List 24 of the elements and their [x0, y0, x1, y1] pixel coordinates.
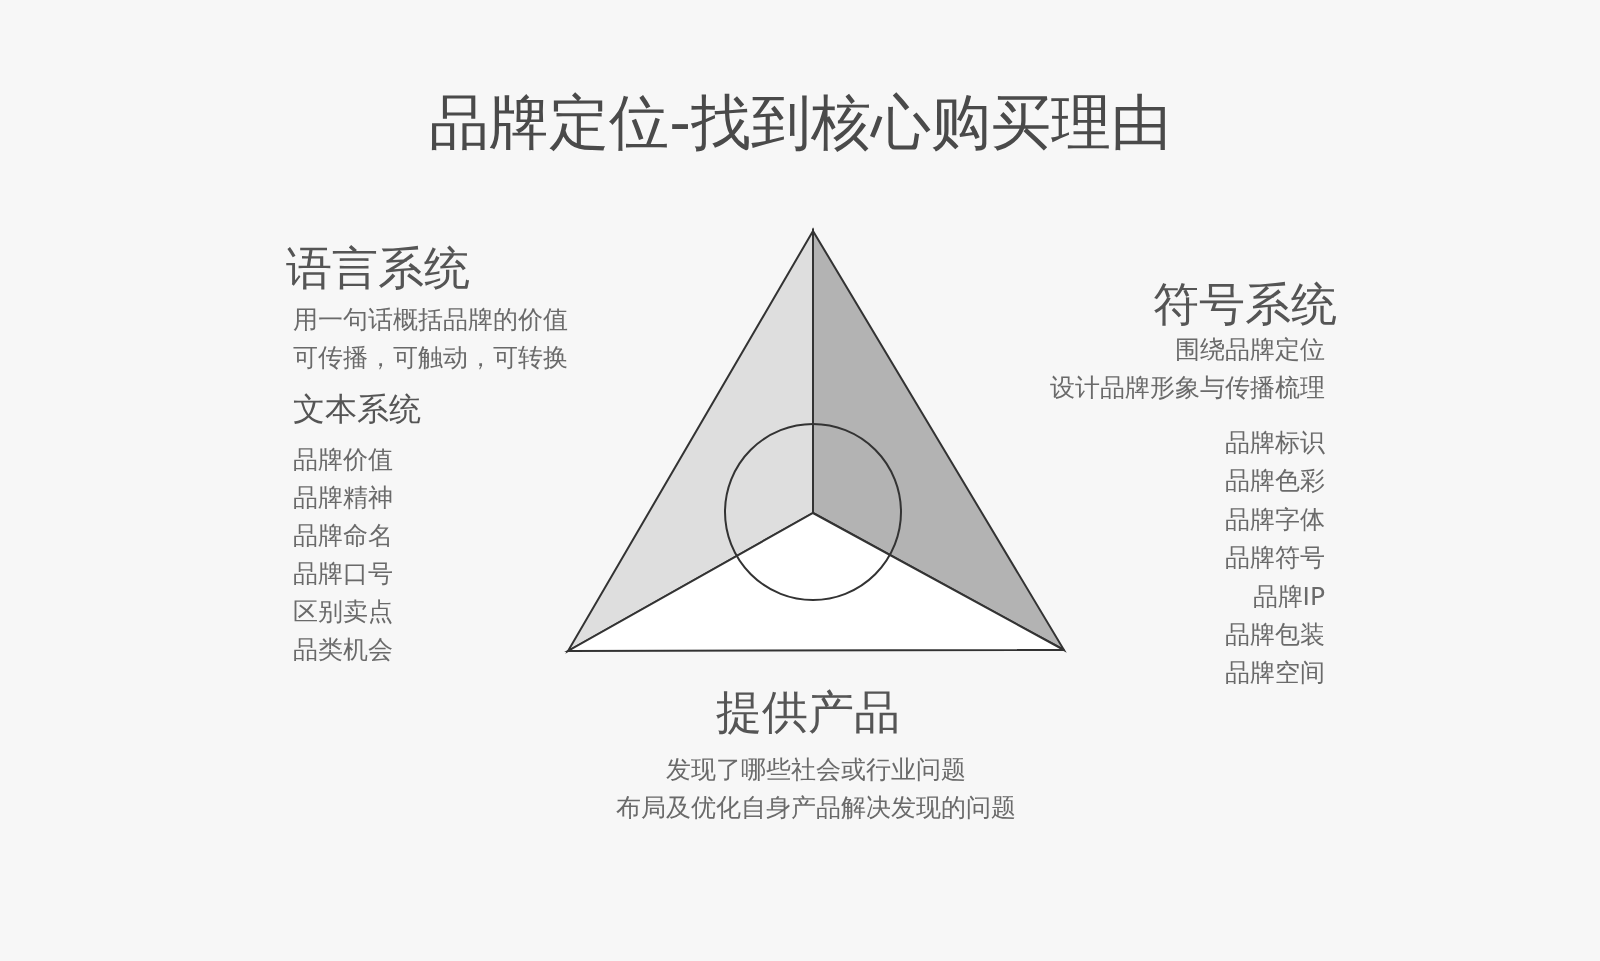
list-item: 品牌标识 [1225, 429, 1325, 458]
list-item: 区别卖点 [293, 598, 393, 627]
list-item: 品牌符号 [1225, 544, 1325, 573]
list-item: 品牌包装 [1225, 621, 1325, 650]
subheading: 文本系统 [293, 391, 421, 428]
title: 品牌定位-找到核心购买理由 [428, 88, 1172, 157]
description: 可传播，可触动，可转换 [293, 344, 568, 373]
description: 发现了哪些社会或行业问题 [665, 756, 967, 785]
description: 布局及优化自身产品解决发现的问题 [615, 794, 1017, 823]
list-item: 品牌命名 [293, 522, 393, 551]
list-item: 品牌精神 [293, 484, 393, 513]
description: 用一句话概括品牌的价值 [293, 306, 568, 335]
list-item: 品牌价值 [293, 446, 393, 475]
description: 围绕品牌定位 [1175, 336, 1325, 365]
description: 设计品牌形象与传播梳理 [1050, 374, 1325, 403]
list-item: 品牌字体 [1225, 506, 1325, 535]
section-heading: 语言系统 [286, 242, 470, 295]
list-item: 品类机会 [293, 636, 393, 665]
section-heading: 提供产品 [715, 686, 901, 739]
section-heading: 符号系统 [1153, 278, 1337, 331]
list-item: 品牌空间 [1225, 659, 1325, 688]
list-item: 品牌色彩 [1225, 467, 1325, 496]
list-item: 品牌口号 [293, 560, 393, 589]
list-item: 品牌IP [1252, 583, 1325, 612]
